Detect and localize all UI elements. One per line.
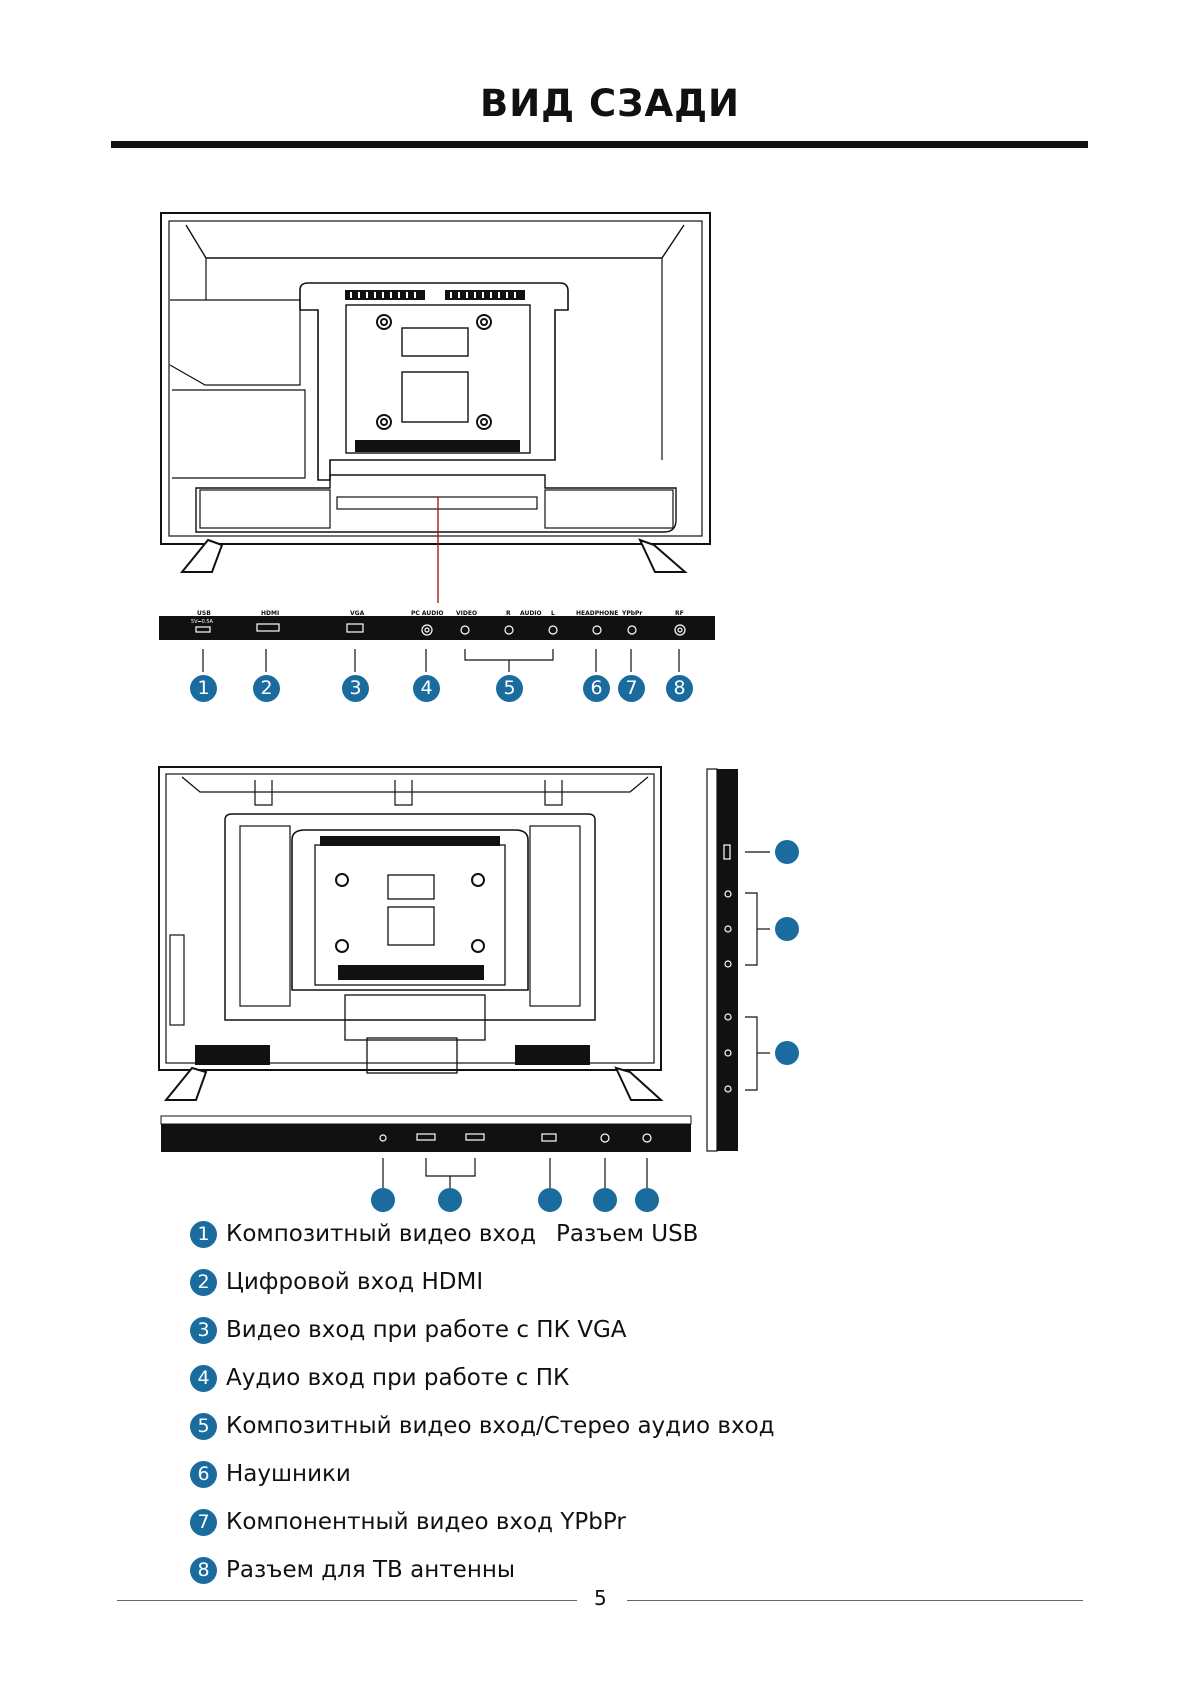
legend-text: Аудио вход при работе с ПК (226, 1365, 570, 1391)
legend-item-3: 3 Видео вход при работе с ПК VGA (190, 1315, 627, 1345)
port-label-headphone: HEADPHONE (576, 610, 618, 617)
port-label-video: VIDEO (456, 610, 477, 617)
callout-side-a (775, 840, 799, 864)
callout-side-b (775, 917, 799, 941)
port-label-usb-rating: 5V⎓0.5A (191, 619, 214, 625)
tv-top-vent-slots (350, 292, 516, 298)
bottom-callout-leaders (382, 1158, 648, 1188)
callout-bottom-c (538, 1188, 562, 1212)
port-label-audio: AUDIO (520, 610, 542, 617)
title-divider (111, 141, 1088, 148)
tv-bottom-body (158, 766, 664, 1101)
legend-number: 4 (190, 1364, 217, 1392)
callout-1: 1 (190, 675, 217, 702)
legend-item-7: 7 Компонентный видео вход YPbPr (190, 1507, 626, 1537)
legend-extra: Разъем USB (555, 1221, 699, 1247)
port-strip-bottom (161, 1120, 691, 1152)
tv-bottom-vents (195, 836, 590, 1065)
port-label-usb: USB (197, 610, 211, 617)
legend-number: 8 (190, 1556, 217, 1584)
callout-bottom-b (438, 1188, 462, 1212)
legend-text: Видео вход при работе с ПК VGA (226, 1317, 627, 1343)
port-label-pc-audio: PC AUDIO (411, 610, 444, 617)
callout-7: 7 (618, 675, 645, 702)
footer-rule-left (117, 1600, 577, 1601)
legend-text: Разъем для ТВ антенны (226, 1557, 516, 1583)
legend-number: 3 (190, 1316, 217, 1344)
callout-bottom-d (593, 1188, 617, 1212)
legend-number: 2 (190, 1268, 217, 1296)
legend-text: Компонентный видео вход YPbPr (226, 1509, 626, 1535)
legend-number: 7 (190, 1508, 217, 1536)
legend-number: 5 (190, 1412, 217, 1440)
callout-side-c (775, 1041, 799, 1065)
legend-item-4: 4 Аудио вход при работе с ПК (190, 1363, 569, 1393)
legend-item-2: 2 Цифровой вход HDMI (190, 1267, 483, 1297)
page-title: ВИД СЗАДИ (480, 82, 740, 125)
callout-5: 5 (496, 675, 523, 702)
callout-6: 6 (583, 675, 610, 702)
page-number: 5 (594, 1586, 607, 1610)
tv-top-body (160, 212, 711, 573)
legend-number: 6 (190, 1460, 217, 1488)
port-label-vga: VGA (350, 610, 365, 617)
tv-top-vents (345, 290, 525, 452)
legend-text: Композитный видео вход/Стерео аудио вход (226, 1413, 775, 1439)
side-callout-leaders (745, 851, 770, 1091)
callout-bottom-e (635, 1188, 659, 1212)
legend-number: 1 (190, 1220, 217, 1248)
port-label-ypbpr: YPbPr (621, 610, 642, 617)
port-label-hdmi: HDMI (261, 610, 279, 617)
legend-item-8: 8 Разъем для ТВ антенны (190, 1555, 515, 1585)
callout-3: 3 (342, 675, 369, 702)
legend-text: Композитный видео вход (226, 1221, 536, 1247)
port-label-r: R (506, 610, 511, 617)
legend-text: Наушники (226, 1461, 351, 1487)
legend-item-5: 5 Композитный видео вход/Стерео аудио вх… (190, 1411, 775, 1441)
port-strip-bottom-connectors (379, 1133, 652, 1143)
port-label-rf: RF (675, 610, 684, 617)
side-panel-connectors (723, 844, 732, 1093)
footer-rule-right (627, 1600, 1083, 1601)
legend-text: Цифровой вход HDMI (226, 1269, 484, 1295)
legend-item-6: 6 Наушники (190, 1459, 351, 1489)
callout-4: 4 (413, 675, 440, 702)
port-strip-connectors (195, 623, 686, 636)
callout-bottom-a (371, 1188, 395, 1212)
legend-item-1: 1 Композитный видео вход Разъем USB (190, 1219, 698, 1249)
callout-8: 8 (666, 675, 693, 702)
top-callout-leaders (202, 649, 680, 672)
callout-2: 2 (253, 675, 280, 702)
port-label-l: L (551, 610, 555, 617)
